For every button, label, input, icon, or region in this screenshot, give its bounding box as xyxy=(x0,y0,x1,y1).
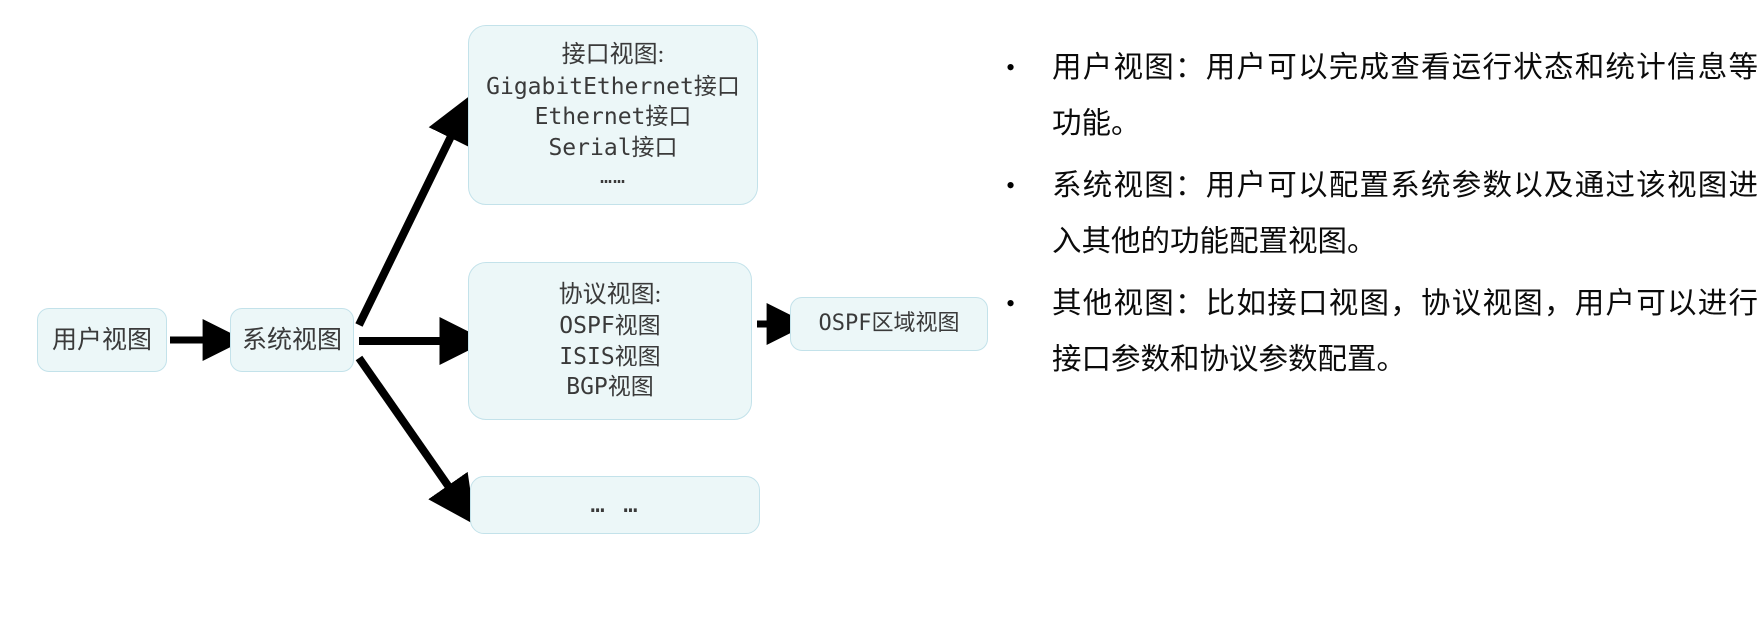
description-bullet-list: • 用户视图：用户可以完成查看运行状态和统计信息等功能。 • 系统视图：用户可以… xyxy=(1006,40,1758,394)
list-item: • 其他视图：比如接口视图，协议视图，用户可以进行接口参数和协议参数配置。 xyxy=(1006,276,1758,388)
node-interface-view-line-2: Ethernet接口 xyxy=(534,104,692,131)
node-protocol-view-line-1: OSPF视图 xyxy=(559,313,661,340)
node-ospf-area-view[interactable]: OSPF区域视图 xyxy=(790,297,988,351)
node-system-view-label: 系统视图 xyxy=(241,326,342,354)
node-interface-view-line-1: GigabitEthernet接口 xyxy=(486,74,740,101)
node-protocol-view-title: 协议视图: xyxy=(558,281,662,308)
bullet-marker-icon: • xyxy=(1006,171,1016,200)
bullet-text-user-view: 用户视图：用户可以完成查看运行状态和统计信息等功能。 xyxy=(1052,52,1758,140)
bullet-text-system-view: 系统视图：用户可以配置系统参数以及通过该视图进入其他的功能配置视图。 xyxy=(1052,170,1758,258)
arrow-system-to-interface xyxy=(355,94,472,327)
node-user-view-label: 用户视图 xyxy=(51,326,152,354)
list-item: • 用户视图：用户可以完成查看运行状态和统计信息等功能。 xyxy=(1006,40,1758,152)
node-ospf-area-view-label: OSPF区域视图 xyxy=(818,311,960,337)
node-user-view[interactable]: 用户视图 xyxy=(37,308,167,372)
node-protocol-view-line-3: BGP视图 xyxy=(566,374,654,401)
node-protocol-view-line-2: ISIS视图 xyxy=(559,343,661,370)
bullet-marker-icon: • xyxy=(1006,53,1016,82)
bullet-text-other-view: 其他视图：比如接口视图，协议视图，用户可以进行接口参数和协议参数配置。 xyxy=(1052,288,1758,376)
bullet-marker-icon: • xyxy=(1006,289,1016,318)
node-interface-view-line-3: Serial接口 xyxy=(548,134,678,161)
node-system-view[interactable]: 系统视图 xyxy=(230,308,354,372)
node-interface-view-line-4: …… xyxy=(599,164,627,189)
node-other-view-label: … … xyxy=(590,490,640,519)
node-other-view[interactable]: … … xyxy=(470,476,760,534)
node-interface-view[interactable]: 接口视图: GigabitEthernet接口 Ethernet接口 Seria… xyxy=(468,25,758,205)
list-item: • 系统视图：用户可以配置系统参数以及通过该视图进入其他的功能配置视图。 xyxy=(1006,158,1758,270)
node-interface-view-title: 接口视图: xyxy=(561,42,665,69)
arrow-system-to-other xyxy=(355,355,476,525)
node-protocol-view[interactable]: 协议视图: OSPF视图 ISIS视图 BGP视图 xyxy=(468,262,752,420)
